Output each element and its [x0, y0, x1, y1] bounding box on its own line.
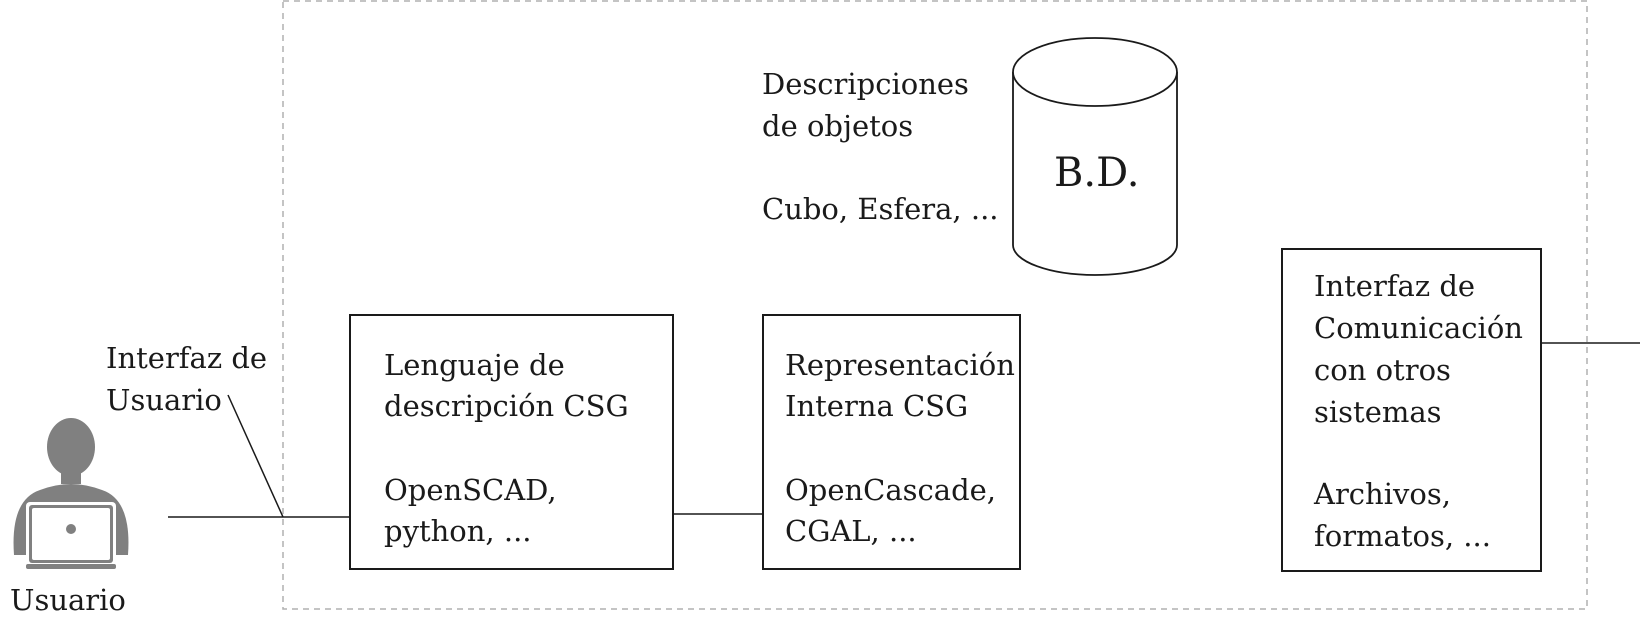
database-caption-line1: Descripciones — [762, 67, 969, 101]
comm-interface-box: Interfaz de Comunicación con otros siste… — [1281, 248, 1542, 572]
csg-language-example-line2: python, ... — [384, 514, 532, 548]
comm-interface-example-line1: Archivos, — [1314, 477, 1451, 511]
user-with-laptop-icon — [13, 418, 129, 569]
database-cylinder-icon — [1012, 37, 1178, 276]
user-label: Usuario — [10, 583, 126, 617]
database-label: B.D. — [1054, 150, 1140, 196]
database-caption-line2: de objetos — [762, 109, 914, 143]
comm-interface-title-line3: con otros — [1314, 353, 1451, 387]
csg-language-example-line1: OpenSCAD, — [384, 473, 557, 507]
database-examples: Cubo, Esfera, ... — [762, 192, 999, 226]
comm-interface-title-line1: Interfaz de — [1314, 269, 1476, 303]
csg-internal-title-line1: Representación — [785, 348, 1015, 382]
csg-language-title-line1: Lenguaje de — [384, 348, 565, 382]
csg-internal-example-line2: CGAL, ... — [785, 514, 917, 548]
user-interface-label-line2: Usuario — [106, 383, 222, 417]
comm-interface-example-line2: formatos, ... — [1314, 519, 1491, 553]
system-boundary — [282, 0, 1588, 610]
comm-interface-title-line4: sistemas — [1314, 395, 1442, 429]
csg-language-title-line2: descripción CSG — [384, 389, 629, 423]
csg-language-box: Lenguaje de descripción CSG OpenSCAD, py… — [349, 314, 674, 570]
user-interface-pointer — [227, 394, 284, 518]
csg-internal-example-line1: OpenCascade, — [785, 473, 997, 507]
user-interface-label-line1: Interfaz de — [106, 341, 268, 375]
csg-internal-box: Representación Interna CSG OpenCascade, … — [762, 314, 1021, 570]
comm-interface-title-line2: Comunicación — [1314, 311, 1523, 345]
csg-internal-title-line2: Interna CSG — [785, 389, 969, 423]
